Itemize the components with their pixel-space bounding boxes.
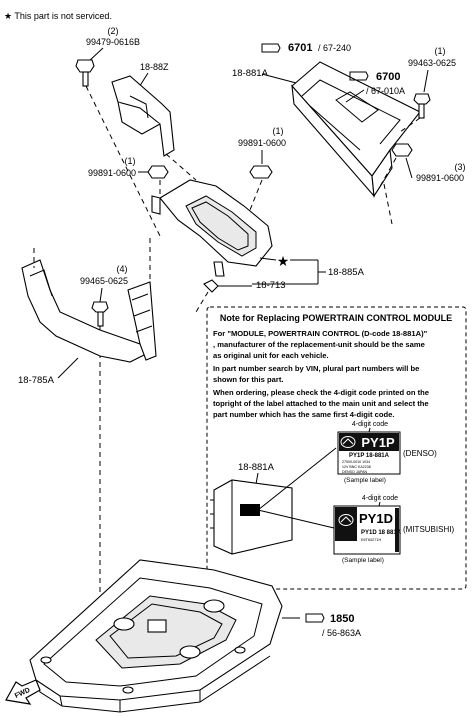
ref-6700-sub: / 67-010A	[366, 86, 405, 96]
ref-1850-sub: / 56-863A	[322, 628, 361, 638]
ref-1850-num: 1850	[330, 613, 354, 625]
not-serviced-note: ★ This part is not serviced.	[4, 11, 112, 21]
note-line: topright of the label attached to the ma…	[213, 399, 429, 408]
denso-sub-code: PY1P 18-881A	[349, 453, 390, 459]
ref-6701-sub: / 67-240	[318, 43, 351, 53]
hand-pointer-icon	[349, 71, 369, 81]
ref-6701[interactable]: 6701 / 67-240	[261, 42, 351, 54]
note-line: as original unit for each vehicle.	[213, 351, 329, 360]
pcm-replacement-note: Note for Replacing POWERTRAIN CONTROL MO…	[206, 306, 467, 590]
clip-code: 18-713	[256, 280, 286, 291]
ref-1850[interactable]: 1850 / 56-863A	[282, 613, 361, 638]
note-line: shown for this part.	[213, 375, 283, 384]
bolt-top-left-code: 99479-0616B	[86, 37, 140, 47]
ecu-sketch	[210, 479, 293, 555]
fwd-arrow-icon: FWD	[5, 679, 41, 705]
top-bracket-code: 18-88Z	[140, 62, 169, 72]
mitsubishi-sample-label: 4-digit code PY1D PY1D 18 881A E6T60271H…	[333, 495, 454, 564]
note-unit-code: 18-881A	[238, 462, 275, 473]
denso-sample-label: 4-digit code PY1P PY1P 18-881A 27500-001…	[337, 421, 437, 484]
nut-left-code: 99891-0600	[88, 168, 136, 178]
ref-6700[interactable]: 6700 / 67-010A	[345, 71, 405, 103]
mitsubishi-code-caption: 4-digit code	[362, 495, 398, 502]
top-bracket[interactable]: 18-88Z	[111, 62, 175, 157]
bolt-right-qty: (1)	[435, 46, 446, 56]
denso-small-line: 12V BNC KA2238	[342, 465, 371, 469]
mazda-logo-icon	[340, 436, 356, 448]
mazda-logo-icon	[338, 514, 354, 526]
nut-right-code: 99891-0600	[416, 173, 464, 183]
hand-pointer-icon	[261, 43, 281, 53]
note-line: , manufacturer of the replacement-unit s…	[213, 340, 425, 349]
note-line: When ordering, please check the 4-digit …	[213, 388, 429, 397]
bolt-mid-qty: (4)	[117, 264, 128, 274]
denso-code-caption: 4-digit code	[352, 421, 388, 428]
nut-left-qty: (1)	[125, 156, 136, 166]
bolt-right[interactable]: (1) 99463-0625	[408, 46, 456, 119]
note-line: In part number search by VIN, plural par…	[213, 364, 419, 373]
bracket-assembly-code: 18-885A	[328, 267, 365, 278]
denso-code: PY1P	[361, 435, 395, 450]
nut-center[interactable]: (1) 99891-0600	[238, 126, 286, 179]
bolt-top-left[interactable]: (2) 99479-0616B	[75, 26, 140, 87]
lower-bracket-code: 18-785A	[18, 375, 55, 386]
not-serviced-star-icon: ★	[277, 253, 290, 269]
nut-center-code: 99891-0600	[238, 138, 286, 148]
mitsubishi-code: PY1D	[359, 511, 393, 526]
mitsubishi-maker: (MITSUBISHI)	[403, 525, 454, 534]
clip[interactable]: 18-713	[203, 279, 318, 293]
ref-6700-num: 6700	[376, 71, 400, 83]
nut-right[interactable]: (3) 99891-0600	[391, 143, 466, 183]
pcm-unit-code: 18-881A	[232, 68, 269, 79]
mitsubishi-sub-code: PY1D 18 881A	[361, 530, 402, 536]
battery-tray-drawing[interactable]	[29, 559, 283, 713]
ref-6701-num: 6701	[288, 42, 312, 54]
pcm-unit-drawing[interactable]: 18-881A	[232, 61, 421, 198]
mitsubishi-sample-caption: (Sample label)	[342, 557, 384, 564]
lower-bracket-drawing[interactable]: 18-785A	[18, 259, 157, 386]
bolt-right-code: 99463-0625	[408, 58, 456, 68]
denso-sample-caption: (Sample label)	[344, 477, 386, 484]
bolt-mid[interactable]: (4) 99465-0625	[80, 264, 128, 327]
bolt-top-left-qty: (2)	[108, 26, 119, 36]
bolt-mid-code: 99465-0625	[80, 276, 128, 286]
note-line: part number which has the same first 4-d…	[213, 410, 394, 419]
denso-maker: (DENSO)	[403, 449, 437, 458]
hand-pointer-icon	[305, 613, 325, 623]
denso-small-line: 27500-0010 1034	[342, 460, 370, 464]
bracket-assembly-drawing[interactable]: ★ 18-885A	[151, 179, 365, 284]
note-title: Note for Replacing POWERTRAIN CONTROL MO…	[220, 313, 452, 323]
nut-center-qty: (1)	[273, 126, 284, 136]
mitsubishi-small-line: E6T60271H	[361, 538, 382, 542]
nut-left[interactable]: (1) 99891-0600	[88, 156, 169, 179]
denso-small-line: DENSO JAPAN	[342, 470, 367, 474]
note-line: For "MODULE, POWERTRAIN CONTROL (D-code …	[213, 329, 428, 338]
nut-right-qty: (3)	[455, 162, 466, 172]
